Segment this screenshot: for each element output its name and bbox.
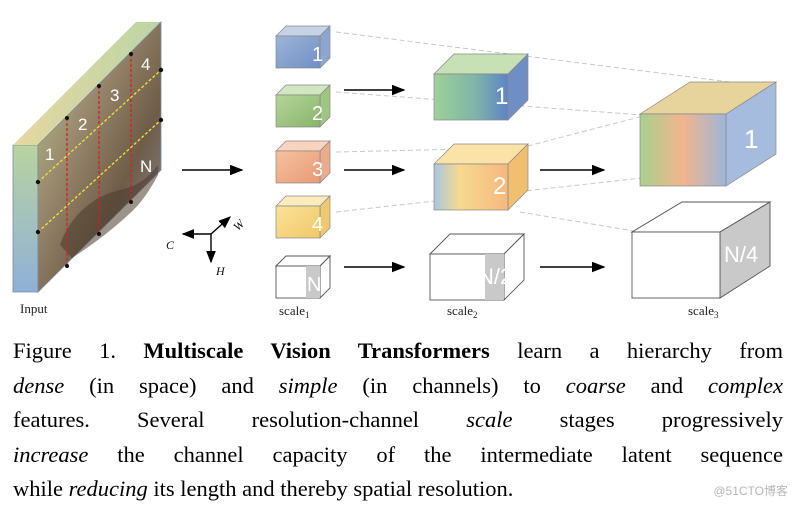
input-patch-label: 1 [45,145,54,164]
axis-h-label: H [215,264,226,278]
caption-text: (in channels) to [337,372,566,398]
scale2-label: scale2 [447,303,477,320]
scale1-cubes: 1 2 3 4 N [274,25,332,300]
scale1-cube-3: 3 [275,140,331,184]
scale2-cube-1: 1 [433,53,529,121]
caption-text: features. Several resolution-channel [13,407,467,432]
figure-diagram: 1 2 3 4 N Input C W H 1 [12,21,778,320]
axis-w-label: W [230,216,248,234]
input-patch-label: N [140,157,152,176]
cube-label: N/4 [724,242,758,267]
caption-italic: reducing [68,476,148,501]
cube-label: N/2 [478,264,512,289]
grid-dots [35,52,164,268]
caption-italic: increase [13,441,89,467]
cube-label: 4 [312,214,323,236]
scale2-cubes: 1 2 N/2 [428,53,529,302]
cube-label: 1 [495,83,508,110]
caption-italic: dense [13,372,65,398]
caption-line: Figure 1. Multiscale Vision Transformers… [13,334,783,369]
cube-label: N [307,274,321,296]
caption-italic: simple [278,372,338,398]
scale3-cube-n4: N/4 [630,201,772,299]
input-patch-label: 4 [141,55,150,74]
caption-text: Figure 1. [13,338,144,363]
caption-text: stages progressively [512,407,783,432]
figure-caption: Figure 1. Multiscale Vision Transformers… [13,334,783,507]
scale2-cube-n2: N/2 [428,232,526,302]
cube-label: 3 [312,159,323,181]
scale1-label: scale1 [279,303,309,320]
scale1-cube-1: 1 [275,25,331,69]
watermark: @51CTO博客 [713,484,788,498]
caption-text: (in space) and [64,372,279,398]
caption-line: increase the channel capacity of the int… [13,438,783,473]
caption-text: and [625,372,709,398]
patch-divider [37,119,162,233]
scale3-cube-1: 1 [638,81,778,187]
cube-label: 2 [493,173,506,200]
scale1-cube-2: 2 [275,84,331,128]
caption-line: features. Several resolution-channel sca… [13,403,783,438]
axis-c-label: C [166,238,175,252]
input-patch-label: 3 [110,86,119,105]
bear-silhouette [60,165,158,258]
caption-line: while reducing its length and thereby sp… [13,472,783,507]
input-image-slab: 1 2 3 4 N [12,21,164,293]
scale1-cube-n: N [274,254,332,300]
scale3-label: scale3 [688,303,719,320]
caption-italic: complex [708,372,783,398]
input-patch-label: 2 [78,115,87,134]
input-slab-side [12,144,39,293]
axes-indicator: C W H [166,216,248,278]
cube-label: 1 [744,124,758,154]
caption-bold-title: Multiscale Vision Transformers [143,338,490,363]
caption-text: its length and thereby spatial resolutio… [147,476,514,501]
scale1-cube-4: 4 [275,195,331,239]
scale3-cubes: 1 N/4 [630,81,778,299]
axis-w-arrow [210,216,232,235]
cube-label: 1 [312,44,323,66]
caption-text: while [13,476,69,501]
input-slab-top [13,22,161,145]
caption-line: dense (in space) and simple (in channels… [13,369,783,404]
cube-label: 2 [312,103,323,125]
caption-text: learn a hierarchy from [489,338,783,363]
patch-divider [37,69,162,183]
scale2-cube-2: 2 [433,143,529,211]
caption-italic: coarse [565,372,626,398]
caption-italic: scale [466,407,513,432]
caption-text: the channel capacity of the intermediate… [88,441,783,467]
input-label: Input [20,301,48,316]
